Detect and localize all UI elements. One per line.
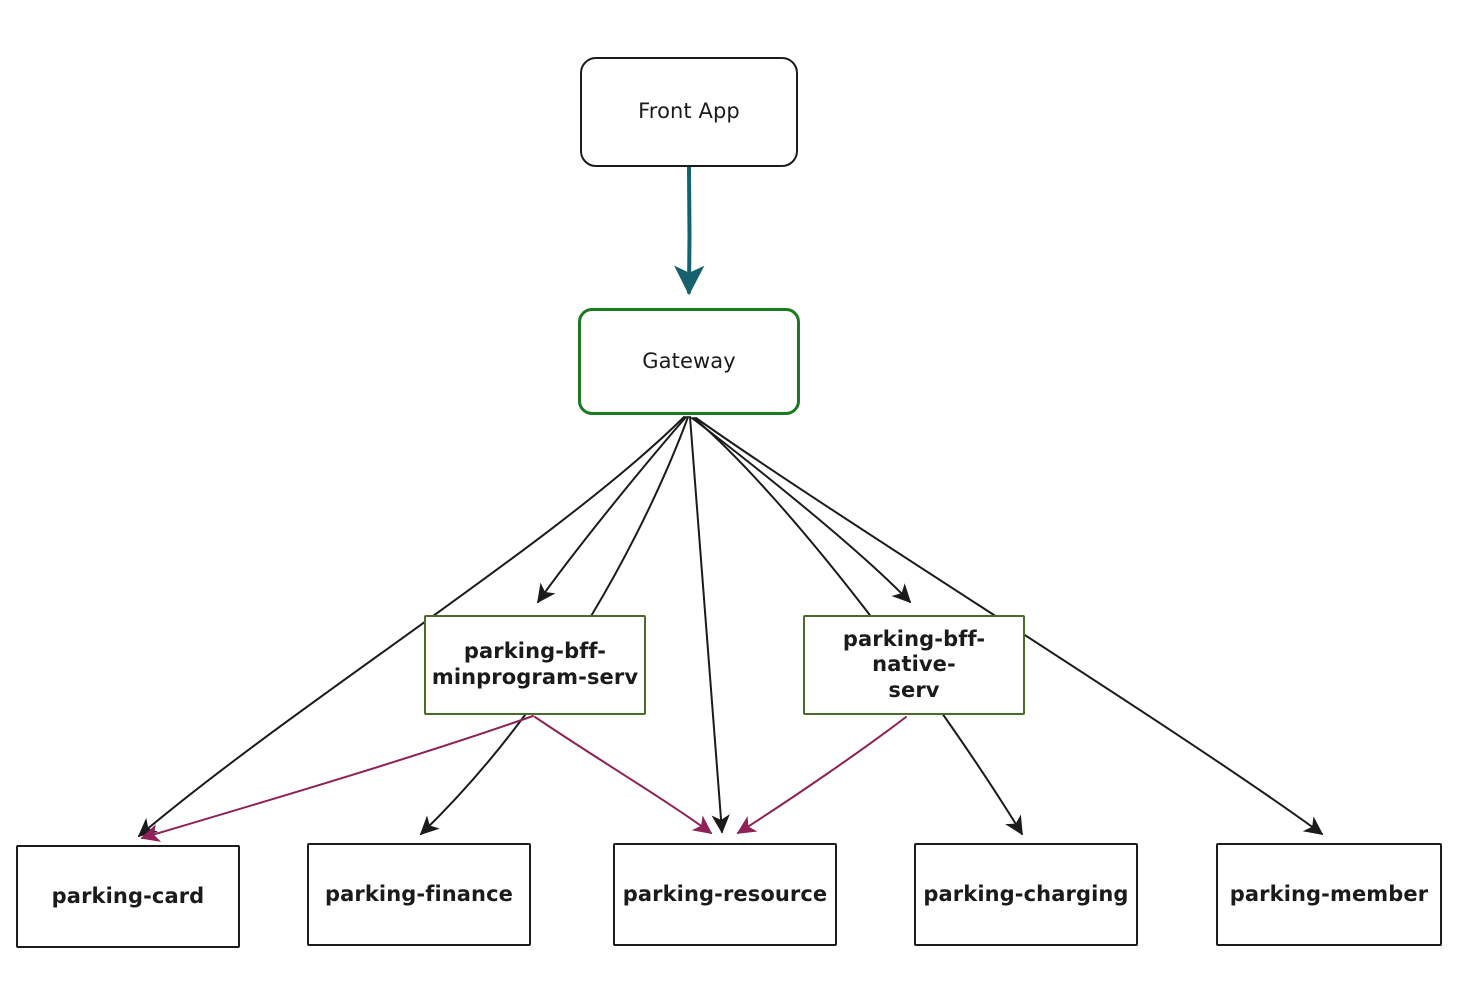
- edge-bff-minprogram-to-parking-resource: [534, 716, 713, 834]
- edge-gateway-to-bff-minprogram: [537, 416, 687, 604]
- node-front-app[interactable]: Front App: [580, 57, 798, 167]
- edge-bff-native-to-parking-resource: [736, 716, 907, 834]
- node-parking-finance[interactable]: parking-finance: [307, 843, 531, 946]
- node-parking-bff-native-serv[interactable]: parking-bff-native- serv: [803, 615, 1025, 715]
- node-parking-finance-label: parking-finance: [324, 881, 514, 906]
- edge-bff-minprogram-to-parking-card: [140, 715, 534, 842]
- node-parking-resource-label: parking-resource: [622, 881, 828, 906]
- node-front-app-label: Front App: [638, 99, 740, 124]
- node-gateway-label: Gateway: [642, 348, 736, 373]
- node-parking-bff-minprogram-serv[interactable]: parking-bff- minprogram-serv: [424, 615, 646, 715]
- node-parking-card-label: parking-card: [51, 883, 205, 908]
- node-parking-bff-minprogram-serv-label: parking-bff- minprogram-serv: [431, 639, 639, 689]
- node-parking-charging[interactable]: parking-charging: [914, 843, 1138, 946]
- node-parking-card[interactable]: parking-card: [16, 845, 240, 948]
- node-parking-charging-label: parking-charging: [923, 881, 1129, 906]
- edge-gateway-to-parking-charging: [693, 417, 1023, 836]
- edge-front-app-to-gateway: [674, 166, 705, 296]
- edge-gateway-to-parking-finance: [419, 416, 689, 836]
- edge-gateway-to-parking-resource: [689, 416, 730, 834]
- node-parking-member-label: parking-member: [1229, 881, 1429, 906]
- node-parking-member[interactable]: parking-member: [1216, 843, 1442, 946]
- node-parking-bff-native-serv-label: parking-bff-native- serv: [842, 626, 986, 702]
- edge-gateway-to-bff-native: [691, 417, 912, 604]
- node-gateway[interactable]: Gateway: [578, 308, 800, 415]
- node-parking-resource[interactable]: parking-resource: [613, 843, 837, 946]
